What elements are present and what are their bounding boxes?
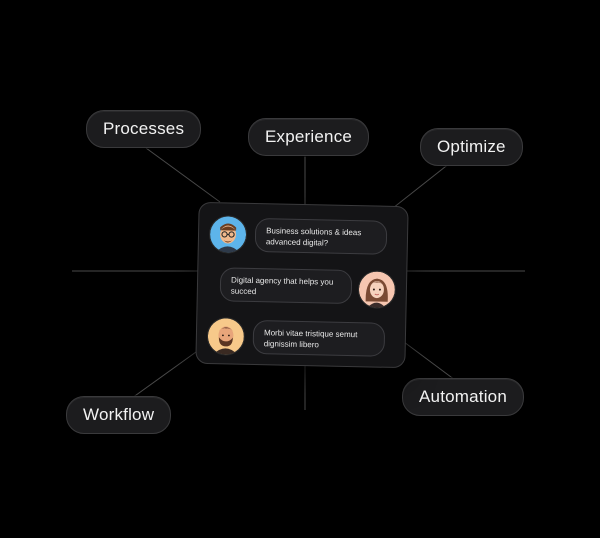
tag-processes-label: Processes	[103, 119, 185, 138]
chat-message-2: Digital agency that helps you succed	[219, 267, 353, 305]
tag-automation-label: Automation	[419, 387, 507, 406]
tag-experience-label: Experience	[265, 127, 353, 146]
chat-message-2-text: Digital agency that helps you succed	[230, 275, 334, 297]
connector-line-processes	[145, 147, 221, 203]
tag-optimize: Optimize	[420, 128, 523, 166]
tag-processes: Processes	[86, 110, 202, 148]
chat-message-3: Morbi vitae tristique semut dignissim li…	[252, 319, 386, 357]
chat-message-3-text: Morbi vitae tristique semut dignissim li…	[263, 328, 358, 350]
connector-line-automation	[403, 341, 456, 381]
tag-workflow-label: Workflow	[83, 405, 155, 424]
tag-experience: Experience	[248, 118, 370, 156]
chat-card: Business solutions & ideas advanced digi…	[195, 201, 409, 369]
chat-message-1-text: Business solutions & ideas advanced digi…	[265, 226, 362, 248]
connector-line-optimize	[392, 162, 451, 209]
man-beard-avatar	[206, 317, 246, 356]
tag-automation: Automation	[402, 378, 524, 416]
tag-optimize-label: Optimize	[437, 137, 506, 156]
connector-line-workflow	[131, 351, 197, 399]
man-glasses-avatar	[208, 215, 248, 254]
tag-workflow: Workflow	[66, 396, 172, 434]
woman-avatar	[357, 270, 397, 309]
chat-message-1: Business solutions & ideas advanced digi…	[254, 218, 388, 255]
